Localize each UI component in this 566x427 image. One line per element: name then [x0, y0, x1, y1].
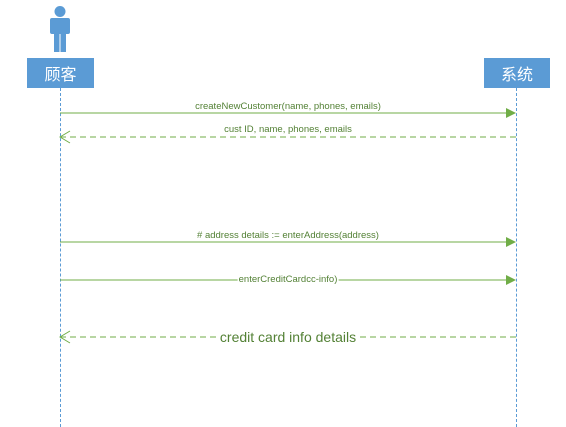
participant-system-label: 系统: [500, 65, 533, 84]
arrow-enter-address: [60, 237, 516, 247]
arrow-cust-id-return: [59, 130, 516, 144]
lifeline-system: [516, 88, 517, 427]
arrow-create-customer: [60, 108, 516, 118]
message-label-cust-id-return: cust ID, name, phones, emails: [223, 124, 353, 135]
message-label-enter-address: # address details := enterAddress(addres…: [196, 230, 380, 241]
lifeline-customer: [60, 88, 61, 427]
message-label-credit-card-details: credit card info details: [218, 329, 358, 345]
participant-customer-label: 顾客: [44, 65, 77, 84]
actor-person-icon: [50, 6, 70, 52]
arrow-credit-card-details: [59, 330, 516, 344]
message-label-enter-credit-card: enterCreditCardcc-info): [237, 274, 339, 285]
participant-customer: 顾客: [27, 58, 94, 88]
message-label-create-customer: createNewCustomer(name, phones, emails): [194, 101, 382, 112]
participant-system: 系统: [484, 58, 550, 88]
